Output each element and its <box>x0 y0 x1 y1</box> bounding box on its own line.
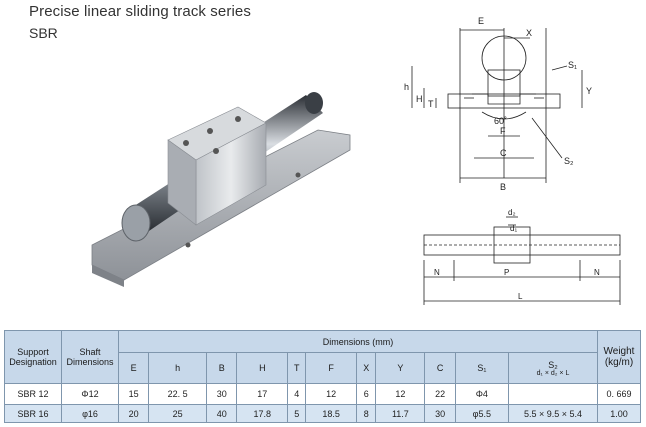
svg-text:B: B <box>500 182 506 192</box>
svg-text:F: F <box>500 126 506 136</box>
table-row: SBR 16 φ16 20 25 40 17.8 5 18.5 8 11.7 3… <box>4 404 641 423</box>
svg-text:C: C <box>500 148 507 158</box>
col-dimensions: Dimensions (mm) <box>118 330 598 353</box>
col-s2: S₂ d₁ × d₂ × L <box>508 352 598 384</box>
svg-text:L: L <box>518 292 523 301</box>
svg-text:N: N <box>594 268 600 277</box>
svg-text:T: T <box>428 99 434 109</box>
col-t: T <box>287 352 307 384</box>
svg-text:X: X <box>526 28 532 38</box>
col-c: C <box>424 352 456 384</box>
cross-section-drawing: E X S₁ h H T Y 60˚ F C S₂ B <box>404 16 592 192</box>
col-b: B <box>206 352 238 384</box>
col-shaft-dimensions: Shaft Dimensions <box>61 330 119 384</box>
svg-text:d₁: d₁ <box>510 224 517 233</box>
svg-text:N: N <box>434 268 440 277</box>
svg-text:d₂: d₂ <box>508 208 516 217</box>
col-support-designation: Support Designation <box>4 330 62 384</box>
col-s1: S₁ <box>454 352 510 384</box>
svg-text:H: H <box>416 94 423 104</box>
svg-text:P: P <box>504 268 509 277</box>
col-f: F <box>305 352 358 384</box>
table-row: SBR 12 Φ12 15 22. 5 30 17 4 12 6 12 22 Φ… <box>4 383 641 405</box>
col-x: X <box>356 352 377 384</box>
svg-text:60˚: 60˚ <box>494 116 507 126</box>
spec-table: Support Designation Shaft Dimensions Dim… <box>4 330 641 423</box>
linear-rail-product-image <box>91 92 351 287</box>
svg-text:h: h <box>404 82 409 92</box>
svg-text:Y: Y <box>586 86 592 96</box>
col-weight: Weight (kg/m) <box>597 330 641 384</box>
page-subtitle: SBR <box>29 25 58 41</box>
svg-text:S₂: S₂ <box>564 156 574 166</box>
side-view-drawing: d₂ d₁ N P N L <box>423 208 621 305</box>
col-e: E <box>117 352 150 384</box>
svg-text:E: E <box>478 16 484 26</box>
col-H: H <box>236 352 289 384</box>
page-title: Precise linear sliding track series <box>29 3 251 20</box>
col-h: h <box>148 352 208 384</box>
col-y: Y <box>375 352 426 384</box>
svg-text:S₁: S₁ <box>568 60 577 70</box>
